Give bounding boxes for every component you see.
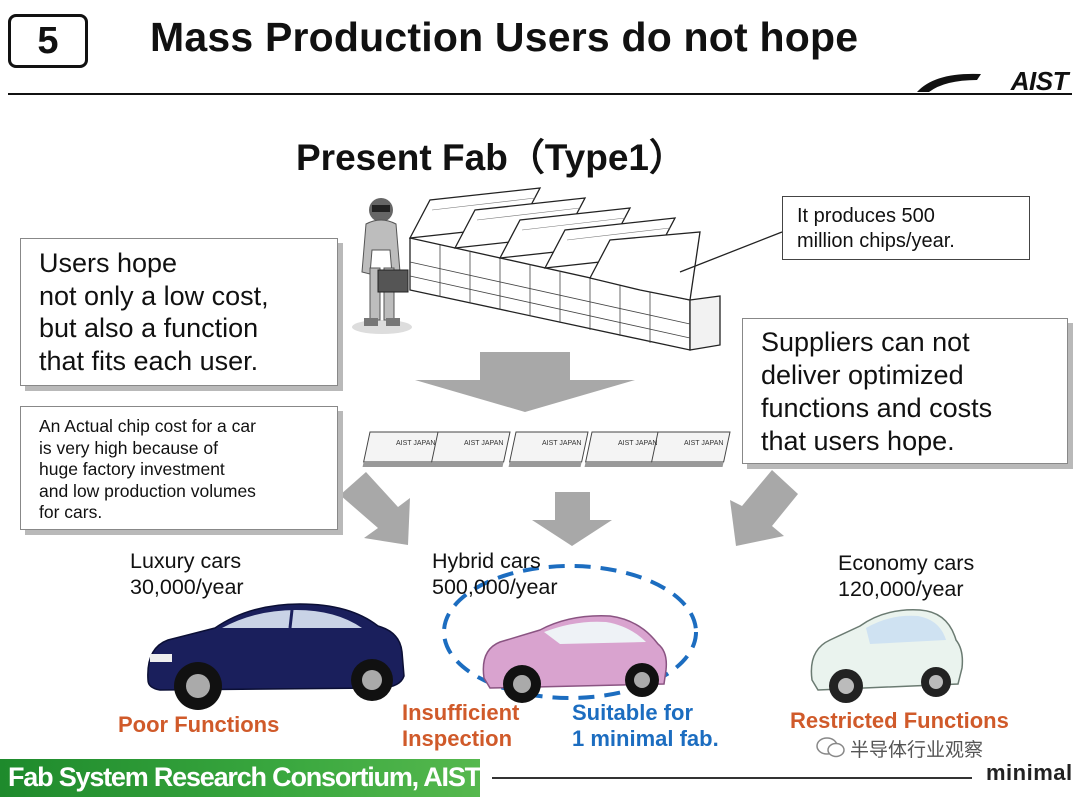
chip-marking: AIST JAPAN xyxy=(464,440,503,447)
production-callout: It produces 500 million chips/year. xyxy=(782,196,1030,260)
suppliers-callout: Suppliers can not deliver optimized func… xyxy=(742,318,1068,464)
chip-icon xyxy=(509,432,588,467)
callout-line: functions and costs xyxy=(761,392,1049,425)
callout-line: huge factory investment xyxy=(39,459,319,481)
suitable-line: Suitable for xyxy=(572,700,719,726)
chip-marking: AIST JAPAN xyxy=(618,440,657,447)
footer-rule xyxy=(492,777,972,779)
arrow-down-icon xyxy=(532,492,612,546)
callout-line: An Actual chip cost for a car xyxy=(39,416,319,438)
car-volume: 120,000/year xyxy=(838,576,974,602)
callout-line: that users hope. xyxy=(761,425,1049,458)
down-arrow-icon xyxy=(415,352,635,412)
chip-icon xyxy=(431,432,510,467)
luxury-cars-label: Luxury cars 30,000/year xyxy=(130,548,244,600)
car-volume: 30,000/year xyxy=(130,574,244,600)
chip-icon xyxy=(651,432,730,467)
car-name: Luxury cars xyxy=(130,548,244,574)
suitable-line: 1 minimal fab. xyxy=(572,726,719,752)
hybrid-car-icon xyxy=(483,616,666,703)
chip-icon xyxy=(363,432,442,467)
callout-line: is very high because of xyxy=(39,438,319,460)
callout-line: for cars. xyxy=(39,502,319,524)
luxury-car-icon xyxy=(148,604,404,710)
car-name: Hybrid cars xyxy=(432,548,558,574)
chip-row: AIST JAPAN AIST JAPAN AIST JAPAN AIST JA… xyxy=(363,432,730,467)
callout-line: and low production volumes xyxy=(39,481,319,503)
function-line: Insufficient xyxy=(402,700,519,726)
callout-line: Users hope xyxy=(39,247,319,280)
restricted-functions-label: Restricted Functions xyxy=(790,708,1009,734)
suitable-minimal-fab-label: Suitable for 1 minimal fab. xyxy=(572,700,719,752)
car-volume: 500,000/year xyxy=(432,574,558,600)
wechat-icon xyxy=(816,736,846,758)
watermark-text: 半导体行业观察 xyxy=(850,735,983,762)
economy-car-icon xyxy=(811,610,962,703)
callout-line: that fits each user. xyxy=(39,345,319,378)
footer-consortium: Fab System Research Consortium, AIST xyxy=(8,760,480,794)
chip-marking: AIST JAPAN xyxy=(542,440,581,447)
callout-line: million chips/year. xyxy=(797,229,1015,254)
poor-functions-label: Poor Functions xyxy=(118,712,279,738)
callout-line: but also a function xyxy=(39,312,319,345)
car-name: Economy cars xyxy=(838,550,974,576)
callout-line: It produces 500 xyxy=(797,204,1015,229)
economy-cars-label: Economy cars 120,000/year xyxy=(838,550,974,602)
arrow-right-icon xyxy=(730,470,798,546)
function-line: Inspection xyxy=(402,726,519,752)
arrow-left-icon xyxy=(340,472,410,545)
chip-marking: AIST JAPAN xyxy=(684,440,723,447)
cleanroom-worker-icon xyxy=(352,198,412,334)
hybrid-cars-label: Hybrid cars 500,000/year xyxy=(432,548,558,600)
chip-cost-callout: An Actual chip cost for a car is very hi… xyxy=(20,406,338,530)
callout-line: Suppliers can not xyxy=(761,326,1049,359)
callout-line: not only a low cost, xyxy=(39,280,319,313)
users-hope-callout: Users hope not only a low cost, but also… xyxy=(20,238,338,386)
factory-building-icon xyxy=(410,188,720,350)
insufficient-inspection-label: Insufficient Inspection xyxy=(402,700,519,752)
minimal-logo: minimal xyxy=(986,760,1073,786)
callout-line: deliver optimized xyxy=(761,359,1049,392)
chip-marking: AIST JAPAN xyxy=(396,440,435,447)
